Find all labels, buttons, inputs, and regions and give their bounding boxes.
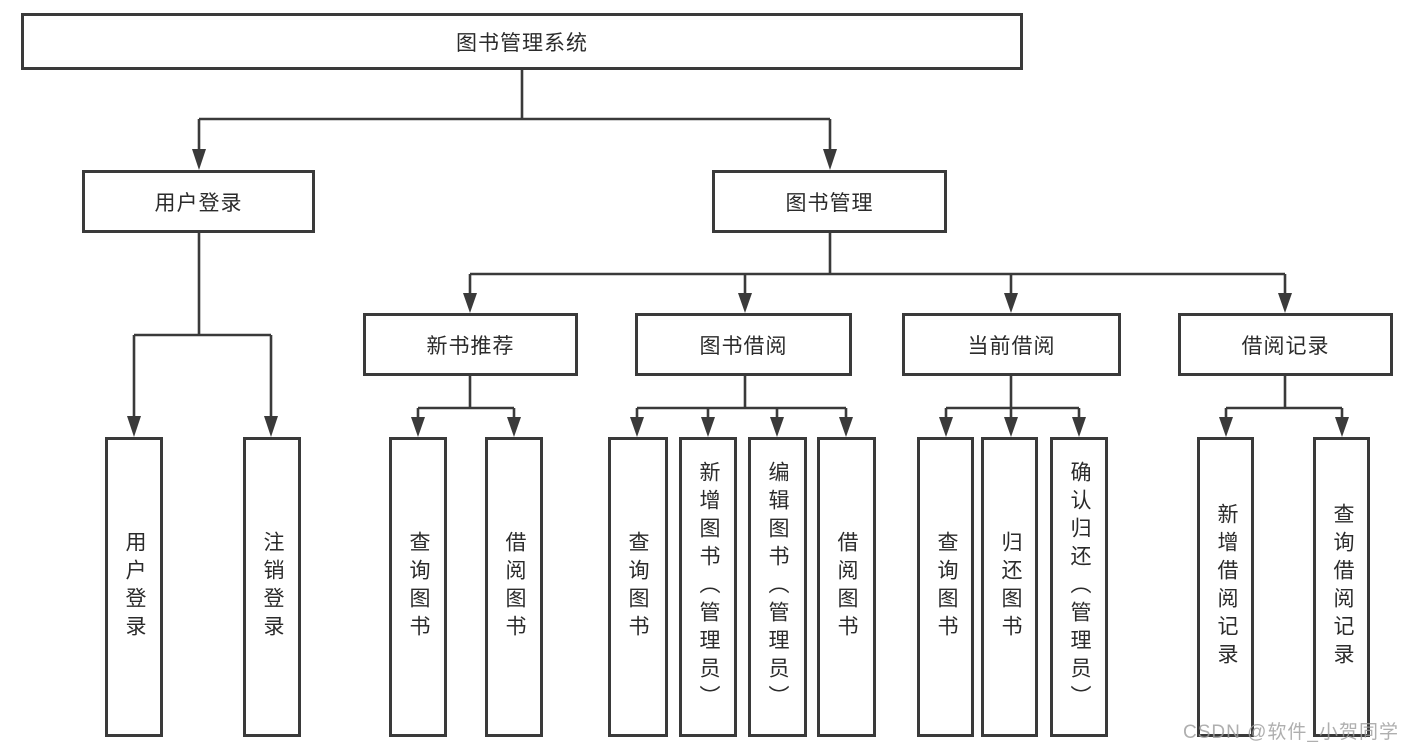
node-borrow-records: 借阅记录 xyxy=(1178,313,1393,376)
node-current-borrow-label: 当前借阅 xyxy=(967,334,1056,358)
csdn-watermark: CSDN @软件_小贺同学 xyxy=(1183,722,1399,743)
leaf-logout-login: 注销登录 xyxy=(243,437,301,737)
node-borrow-records-label: 借阅记录 xyxy=(1241,334,1330,358)
node-new-book-recommend: 新书推荐 xyxy=(363,313,578,376)
leaf-user-login: 用户登录 xyxy=(105,437,163,737)
node-book-borrow-label: 图书借阅 xyxy=(699,334,788,358)
node-user-login-label: 用户登录 xyxy=(154,191,243,215)
leaf-query-borrow-record: 查询借阅记录 xyxy=(1313,437,1370,737)
leaf-borrow-books-borrow: 借阅图书 xyxy=(817,437,876,737)
leaf-confirm-return-admin: 确认归还（管理员） xyxy=(1050,437,1108,737)
node-book-borrow: 图书借阅 xyxy=(635,313,852,376)
node-root-label: 图书管理系统 xyxy=(456,31,588,55)
leaf-edit-books-admin: 编辑图书（管理员） xyxy=(748,437,807,737)
leaf-query-books-current: 查询图书 xyxy=(917,437,974,737)
node-book-management-label: 图书管理 xyxy=(785,191,874,215)
leaf-query-books-recommend: 查询图书 xyxy=(389,437,447,737)
leaf-query-books-borrow: 查询图书 xyxy=(608,437,668,737)
node-new-book-recommend-label: 新书推荐 xyxy=(426,334,515,358)
node-user-login: 用户登录 xyxy=(82,170,315,233)
leaf-return-books: 归还图书 xyxy=(981,437,1038,737)
node-current-borrow: 当前借阅 xyxy=(902,313,1121,376)
leaf-add-borrow-record: 新增借阅记录 xyxy=(1197,437,1254,737)
leaf-borrow-books-recommend: 借阅图书 xyxy=(485,437,543,737)
node-book-management: 图书管理 xyxy=(712,170,947,233)
node-root-library-system: 图书管理系统 xyxy=(21,13,1023,70)
leaf-add-books-admin: 新增图书（管理员） xyxy=(679,437,737,737)
